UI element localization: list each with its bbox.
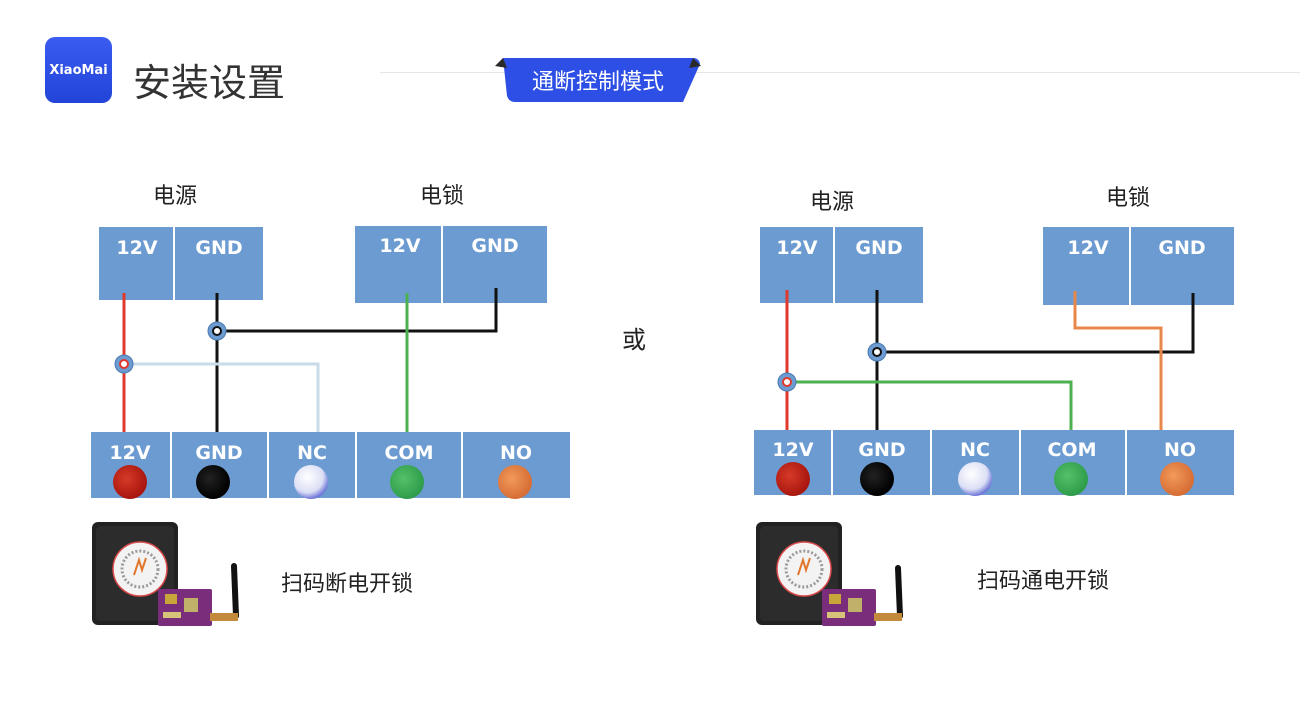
- left-power-terminal-12v: [99, 227, 173, 300]
- right-lock-terminal-label: GND: [1158, 237, 1205, 259]
- right-dot-orange: [1160, 462, 1194, 496]
- right-wire-green: [787, 380, 1073, 430]
- right-power-terminal-gnd: [835, 227, 923, 303]
- right-diagram: 电源 电锁 12V GND 12V GND 12V GND NC COM NO: [754, 186, 1234, 496]
- right-wire-black-lock: [877, 293, 1195, 354]
- left-power-label: 电源: [153, 184, 197, 209]
- right-dot-red: [776, 462, 810, 496]
- right-lock-terminal-12v: [1043, 227, 1129, 305]
- header-divider: [380, 72, 1300, 73]
- right-lock-terminal-label: 12V: [1067, 237, 1108, 259]
- left-controller-label: COM: [384, 442, 433, 464]
- right-junction-12v-core: [782, 377, 792, 387]
- left-junction-gnd-core: [212, 326, 222, 336]
- left-lock-terminal-label: 12V: [379, 235, 420, 257]
- left-power-terminal-label: GND: [195, 237, 242, 259]
- left-controller-label: 12V: [109, 442, 150, 464]
- left-junction-12v-core: [119, 359, 129, 369]
- left-dot-orange: [498, 465, 532, 499]
- logo-text: XiaoMai: [49, 62, 108, 78]
- left-dot-red: [113, 465, 147, 499]
- right-lock-terminal-gnd: [1131, 227, 1234, 305]
- app-logo: XiaoMai: [45, 37, 112, 103]
- or-label: 或: [622, 326, 646, 354]
- right-dot-white: [958, 462, 992, 496]
- left-caption: 扫码断电开锁: [281, 572, 414, 597]
- right-power-terminal-label: GND: [855, 237, 902, 259]
- right-lock-label: 电锁: [1106, 186, 1150, 211]
- right-power-terminal-label: 12V: [776, 237, 817, 259]
- mode-tab-background: [495, 58, 701, 102]
- right-controller-label: NC: [960, 439, 990, 461]
- left-controller-label: GND: [195, 442, 242, 464]
- right-controller-label: GND: [858, 439, 905, 461]
- right-power-label: 电源: [810, 190, 854, 215]
- left-diagram: 电源 电锁 12V GND 12V GND 12V GND NC COM NO: [91, 184, 570, 499]
- left-power-terminal-label: 12V: [116, 237, 157, 259]
- left-controller-label: NO: [500, 442, 532, 464]
- right-device-image: [756, 522, 903, 626]
- left-wire-black-lock: [217, 288, 498, 333]
- page-title: 安装设置: [133, 61, 286, 105]
- right-controller-label: NO: [1164, 439, 1196, 461]
- right-controller-label: COM: [1047, 439, 1096, 461]
- left-controller-label: NC: [297, 442, 327, 464]
- right-dot-black: [860, 462, 894, 496]
- right-power-terminal-12v: [760, 227, 833, 303]
- right-caption: 扫码通电开锁: [977, 569, 1110, 594]
- left-lock-terminal-12v: [355, 226, 441, 303]
- left-lock-terminal-label: GND: [471, 235, 518, 257]
- left-device-image: [92, 522, 239, 626]
- right-controller-label: 12V: [772, 439, 813, 461]
- left-lock-label: 电锁: [420, 184, 464, 209]
- right-wire-orange: [1073, 291, 1163, 430]
- left-wire-nc: [124, 362, 320, 432]
- left-dot-white: [294, 465, 328, 499]
- right-dot-green: [1054, 462, 1088, 496]
- right-junction-gnd-core: [872, 347, 882, 357]
- left-dot-green: [390, 465, 424, 499]
- mode-tab: 通断控制模式: [493, 56, 703, 104]
- mode-tab-label: 通断控制模式: [531, 70, 664, 95]
- left-dot-black: [196, 465, 230, 499]
- left-power-terminal-gnd: [175, 227, 263, 300]
